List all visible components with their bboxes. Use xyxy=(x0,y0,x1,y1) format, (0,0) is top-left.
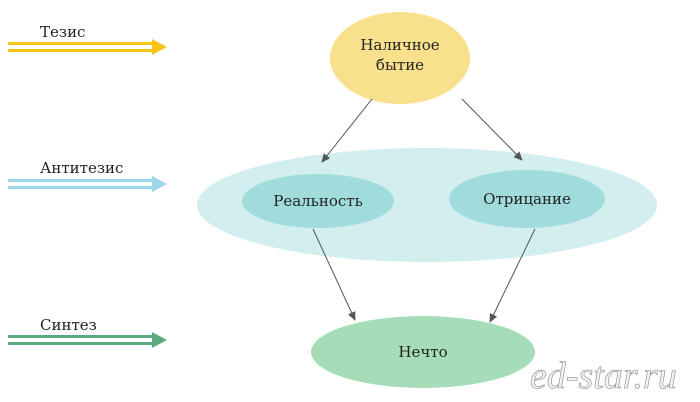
watermark: ed-star.ru xyxy=(530,355,677,397)
stage-antithesis-label: Антитезис xyxy=(40,159,123,177)
stage-synthesis: Синтез xyxy=(8,316,167,348)
stage-antithesis: Антитезис xyxy=(8,159,167,192)
svg-text:Нечто: Нечто xyxy=(398,343,447,361)
node-otricanie: Отрицание xyxy=(449,170,605,228)
svg-text:Реальность: Реальность xyxy=(273,192,363,210)
svg-text:Наличное: Наличное xyxy=(360,36,439,54)
edge-realnost-to-nechto xyxy=(312,228,356,321)
node-nalichnoe-bytie: Наличное бытие xyxy=(330,12,470,104)
thesis-double-arrow xyxy=(8,39,167,55)
node-nechto: Нечто xyxy=(311,316,535,388)
stage-thesis-label: Тезис xyxy=(40,23,85,41)
edge-top-to-otricanie xyxy=(461,98,523,161)
synthesis-double-arrow xyxy=(8,332,167,348)
stage-synthesis-label: Синтез xyxy=(40,316,97,334)
node-realnost: Реальность xyxy=(242,174,394,228)
svg-text:бытие: бытие xyxy=(376,56,424,74)
antithesis-double-arrow xyxy=(8,176,167,192)
stage-thesis: Тезис xyxy=(8,23,167,55)
svg-text:Отрицание: Отрицание xyxy=(483,190,571,208)
edge-otricanie-to-nechto xyxy=(489,228,536,323)
edge-top-to-realnost xyxy=(321,98,373,163)
